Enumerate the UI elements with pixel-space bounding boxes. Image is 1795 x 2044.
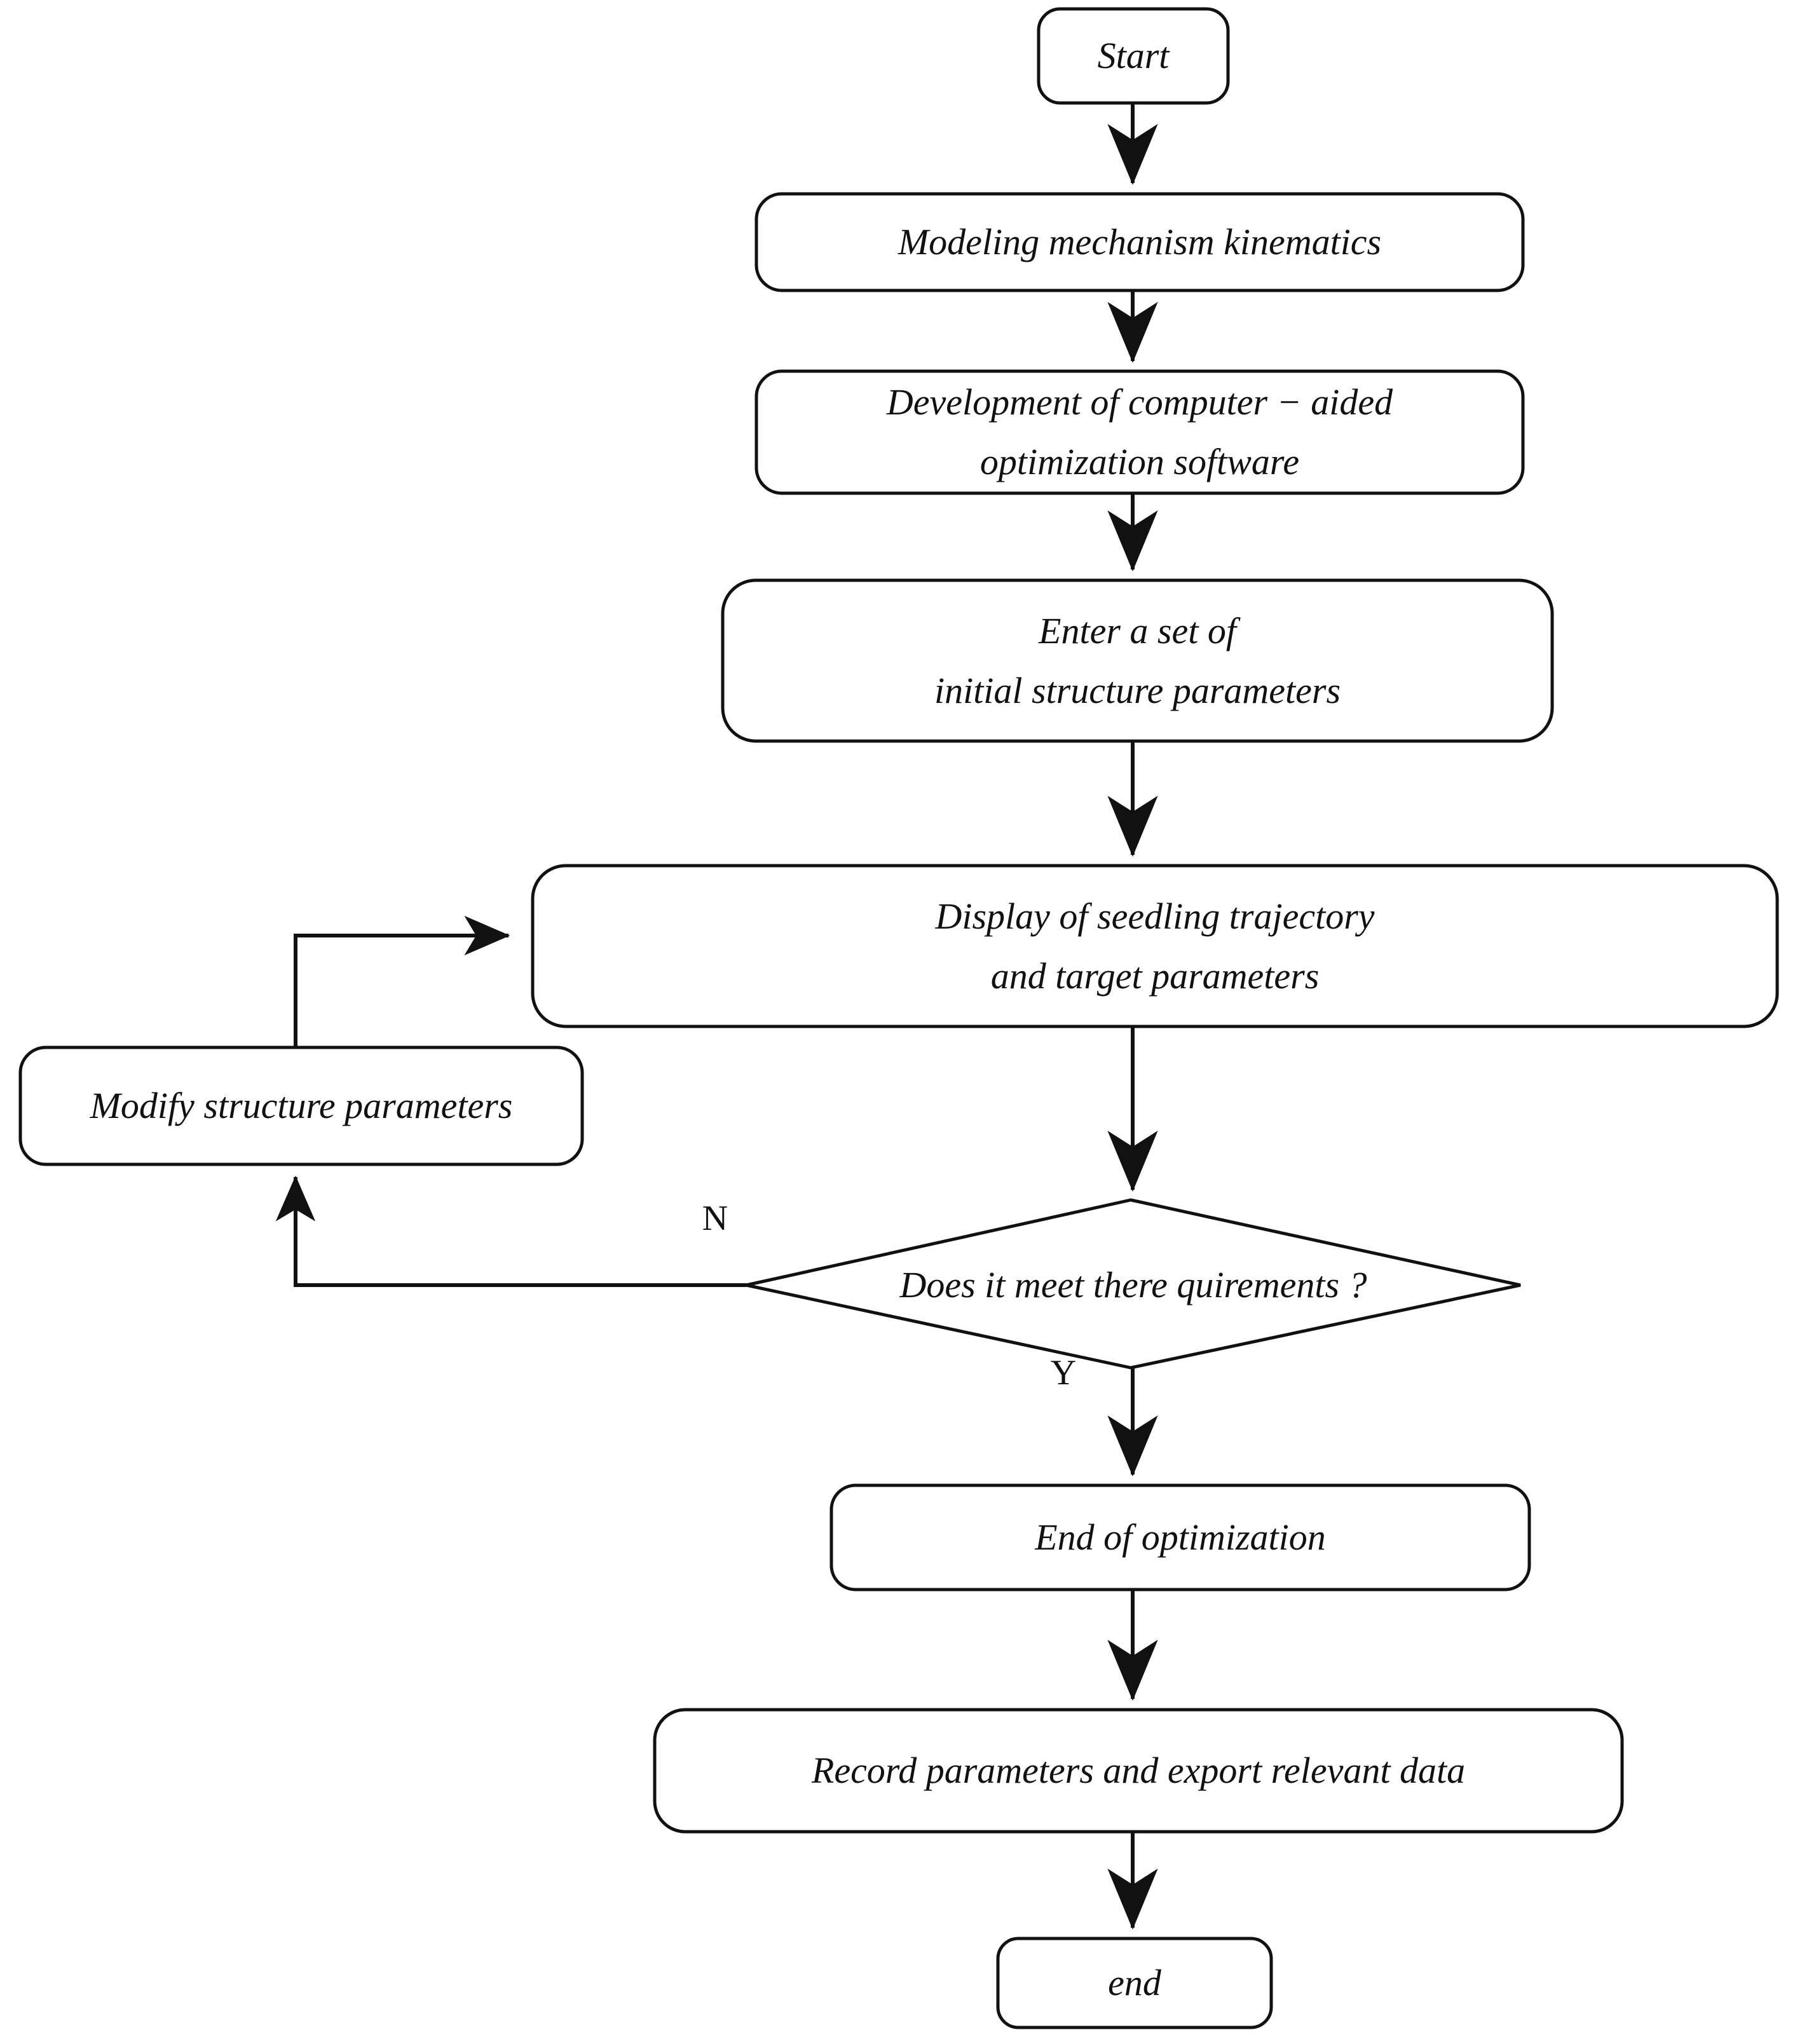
edge-label-no: N <box>693 1198 737 1239</box>
node-record-shape <box>653 1708 1624 1834</box>
node-modeling-shape <box>754 192 1525 292</box>
node-end-shape <box>996 1937 1273 2029</box>
edge-modify-to-display <box>294 915 510 1047</box>
edge-label-yes-text: Y <box>1050 1353 1077 1393</box>
node-modify-shape <box>18 1046 584 1166</box>
node-start-shape <box>1037 7 1230 105</box>
node-development-shape <box>754 369 1525 495</box>
node-enter-params-shape <box>721 578 1554 743</box>
node-end-opt-shape <box>829 1483 1531 1591</box>
edge-label-no-text: N <box>702 1199 728 1238</box>
node-decision-shape <box>746 1198 1521 1370</box>
edge-label-yes: Y <box>1041 1352 1086 1393</box>
edge-decision-no-to-modify <box>275 1175 746 1287</box>
node-display-shape <box>531 864 1779 1028</box>
